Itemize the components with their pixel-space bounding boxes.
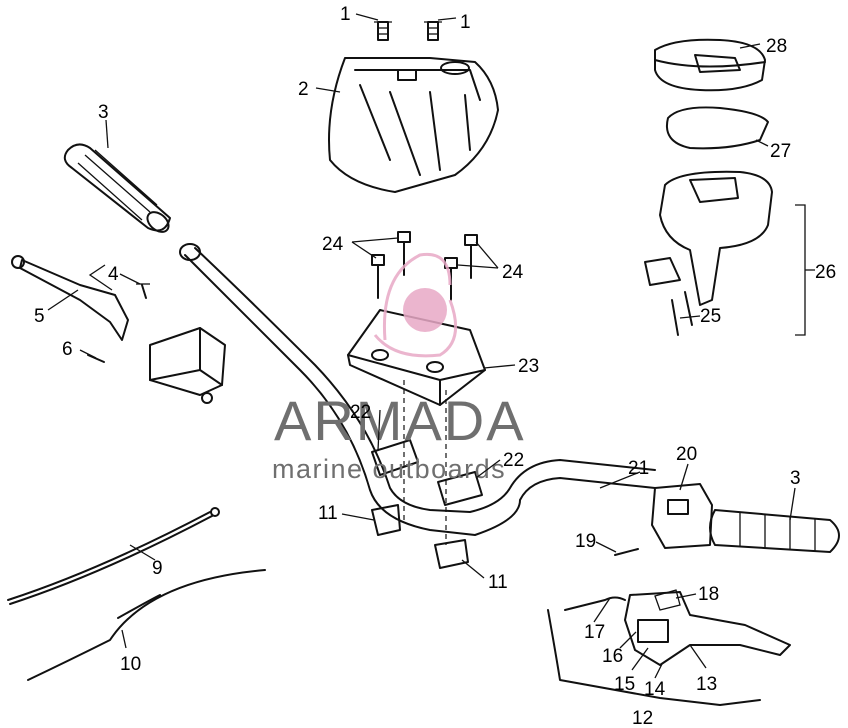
reservoir-cap: [654, 38, 766, 92]
screw-6: [87, 354, 105, 363]
callout-19: 19: [575, 531, 596, 552]
callout-15: 15: [614, 674, 635, 695]
callout-25: 25: [700, 306, 721, 327]
callout-18: 18: [698, 584, 719, 605]
callout-28: 28: [766, 36, 787, 57]
cable-9: [7, 507, 220, 605]
callout-14: 14: [644, 679, 666, 700]
handlebar-cover: [328, 57, 499, 193]
callout-9: 9: [152, 558, 163, 579]
screw-19: [614, 548, 639, 556]
leader-lines: [47, 13, 815, 679]
switch-block: [149, 327, 226, 404]
upper-clamp: [347, 309, 486, 406]
lever-assembly: [547, 589, 791, 706]
callout-1b: 1: [460, 12, 471, 33]
callout-22a: 22: [350, 402, 371, 423]
screw-1-right: [424, 21, 442, 41]
handlebar: [179, 243, 656, 536]
watermark-brand: ARMADA: [274, 389, 526, 452]
callout-24b: 24: [502, 262, 524, 283]
screw-1-left: [374, 21, 392, 41]
callout-26: 26: [815, 262, 836, 283]
bracket-26: [795, 204, 806, 336]
callout-11a: 11: [318, 503, 338, 524]
throttle-housing: [651, 483, 713, 549]
callout-27: 27: [770, 141, 791, 162]
lower-clamp-left: [371, 504, 401, 536]
callout-17: 17: [584, 622, 605, 643]
callout-12: 12: [632, 708, 653, 728]
watermark-logo: [373, 252, 458, 358]
callout-6: 6: [62, 339, 73, 360]
callout-11b: 11: [488, 572, 508, 593]
grip-right: [709, 509, 840, 553]
callout-13: 13: [696, 674, 717, 695]
riser-22-upper: [371, 439, 419, 476]
reservoir-gasket: [666, 106, 769, 150]
callout-10: 10: [120, 654, 141, 675]
lower-clamp-right: [434, 539, 469, 569]
callout-22b: 22: [503, 450, 524, 471]
callout-21: 21: [628, 458, 649, 479]
callout-3b: 3: [790, 468, 801, 489]
pin-4: [136, 283, 150, 299]
callout-23: 23: [518, 356, 539, 377]
callout-2: 2: [298, 79, 309, 100]
watermark-tagline: marine outboards: [272, 454, 506, 484]
callout-20: 20: [676, 444, 697, 465]
master-cylinder: [644, 170, 773, 306]
grip-left: [63, 143, 171, 233]
callout-4: 4: [108, 264, 119, 285]
riser-22-lower: [437, 471, 483, 506]
cable-10: [27, 569, 266, 681]
screws-25: [671, 291, 693, 336]
callout-1a: 1: [340, 4, 351, 25]
callout-5: 5: [34, 306, 45, 327]
callout-3a: 3: [98, 102, 109, 123]
callout-24a: 24: [322, 234, 344, 255]
callout-labels: 1 1 2 3 4 5 6 28 27 26 25 24 24 23 22 22…: [34, 4, 836, 728]
brake-lever: [11, 255, 129, 341]
callout-16: 16: [602, 646, 623, 667]
